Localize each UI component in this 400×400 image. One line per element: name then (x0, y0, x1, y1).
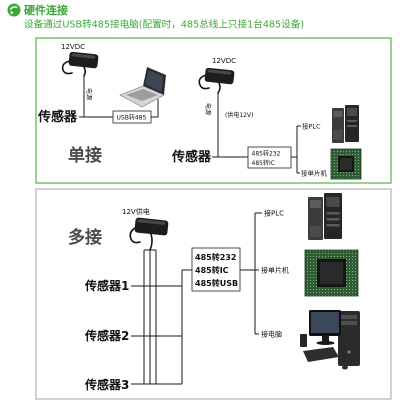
adapter-ac-cord (198, 74, 210, 90)
output-label-plc: 接PLC (302, 122, 321, 131)
pc-speaker (300, 334, 307, 347)
microcontroller-board-icon (330, 148, 362, 180)
microcontroller-board-icon (304, 249, 359, 297)
adapter-ac-cord (61, 60, 73, 75)
adapter-dc-cord (83, 66, 87, 77)
pc-drive-bay (341, 315, 357, 319)
plc-terminal (333, 130, 343, 140)
bullet-disc (7, 3, 21, 17)
mode-label-single: 单接 (68, 145, 102, 166)
output-label-pc: 接电脑 (261, 330, 282, 339)
adapter-dc-cord (217, 82, 221, 94)
pc-tower (338, 311, 360, 366)
converter-line-ic: 485转IC (195, 265, 229, 275)
converter-line-232: 485转232 (252, 150, 281, 158)
usb-wire (151, 99, 159, 118)
plc-slot (326, 224, 340, 227)
adapter-label: 12VDC (61, 43, 85, 51)
converter-line-232: 485转232 (195, 252, 236, 262)
power-label: 电源 (85, 88, 93, 100)
plc-display (347, 108, 357, 116)
power-note: (供电12V) (225, 111, 253, 119)
adapter-housing (204, 67, 235, 85)
adapter-ac-cord (129, 226, 141, 244)
plc-icon (332, 105, 359, 143)
adapter-shine (137, 219, 166, 225)
pc-mouse (342, 365, 348, 370)
bullet-highlight (9, 6, 18, 10)
multi-connection-panel: 多接 12V供电 传感器1 传感器2 传感器3 485转232 485转IC 4… (35, 188, 392, 400)
laptop-keyboard (126, 89, 158, 101)
mode-label-multi: 多接 (68, 227, 102, 248)
pc-monitor-stand (322, 336, 329, 342)
power-adapter-icon (129, 217, 169, 251)
header: 硬件连接 设备通过USB转485接电脑(配置时，485总线上只接1台485设备) (7, 3, 304, 31)
plc-panel (333, 111, 343, 117)
plc-icon (308, 193, 342, 240)
adapter-dc-cord (149, 233, 153, 251)
plc-slot (347, 120, 357, 122)
laptop-screen-panel (145, 70, 163, 92)
desktop-computer-icon (300, 310, 360, 370)
usb-485-converter-label: USB转485 (117, 113, 147, 121)
sensor-label: 传感器 (171, 149, 212, 165)
plc-panel (310, 200, 321, 208)
sensor-label-1: 传感器1 (84, 278, 129, 293)
pc-monitor-base (316, 341, 335, 345)
power-label: 电源 (204, 103, 212, 115)
sensor-label-2: 传感器2 (84, 328, 129, 343)
mcu-chip-top (340, 158, 352, 170)
converter-line-usb: 485转USB (195, 278, 238, 288)
sensor-label: 传感器 (37, 109, 78, 125)
pc-keyboard (303, 347, 339, 362)
plc-slot (326, 212, 340, 215)
serial-setup: 12VDC 电源 (供电12V) 传感器 485转232 485转IC 接PLC (171, 57, 362, 180)
output-label-mcu: 接单片机 (301, 169, 328, 178)
pc-monitor-screen (311, 312, 339, 333)
plc-display (326, 197, 340, 207)
sensor-label-3: 传感器3 (84, 377, 129, 392)
adapter-label: 12V供电 (122, 207, 150, 216)
laptop-icon (119, 67, 166, 108)
header-bullet-icon (7, 3, 21, 17)
plc-slot (347, 125, 357, 127)
bullet-dot (10, 11, 14, 14)
adapter-shine (207, 69, 232, 75)
single-connection-panel: 12VDC 电源 传感器 USB转485 单 (35, 37, 392, 184)
power-adapter-icon (198, 67, 235, 94)
plc-terminal (310, 226, 321, 237)
pc-drive-bay (341, 321, 357, 325)
mcu-chip-top (320, 262, 343, 284)
power-adapter-icon (61, 51, 99, 77)
adapter-housing (134, 217, 169, 236)
converter-line-ic: 485转IC (252, 159, 275, 167)
usb-setup: 12VDC 电源 传感器 USB转485 (37, 43, 166, 125)
header-subtitle: 设备通过USB转485接电脑(配置时，485总线上只接1台485设备) (24, 19, 304, 31)
pc-power-button (347, 350, 351, 354)
header-title: 硬件连接 (24, 3, 68, 17)
adapter-housing (68, 51, 99, 69)
output-label-plc: 接PLC (264, 209, 284, 218)
adapter-label: 12VDC (212, 57, 236, 65)
plc-slot (326, 218, 340, 221)
output-label-mcu: 接单片机 (261, 266, 289, 275)
adapter-shine (71, 53, 96, 59)
